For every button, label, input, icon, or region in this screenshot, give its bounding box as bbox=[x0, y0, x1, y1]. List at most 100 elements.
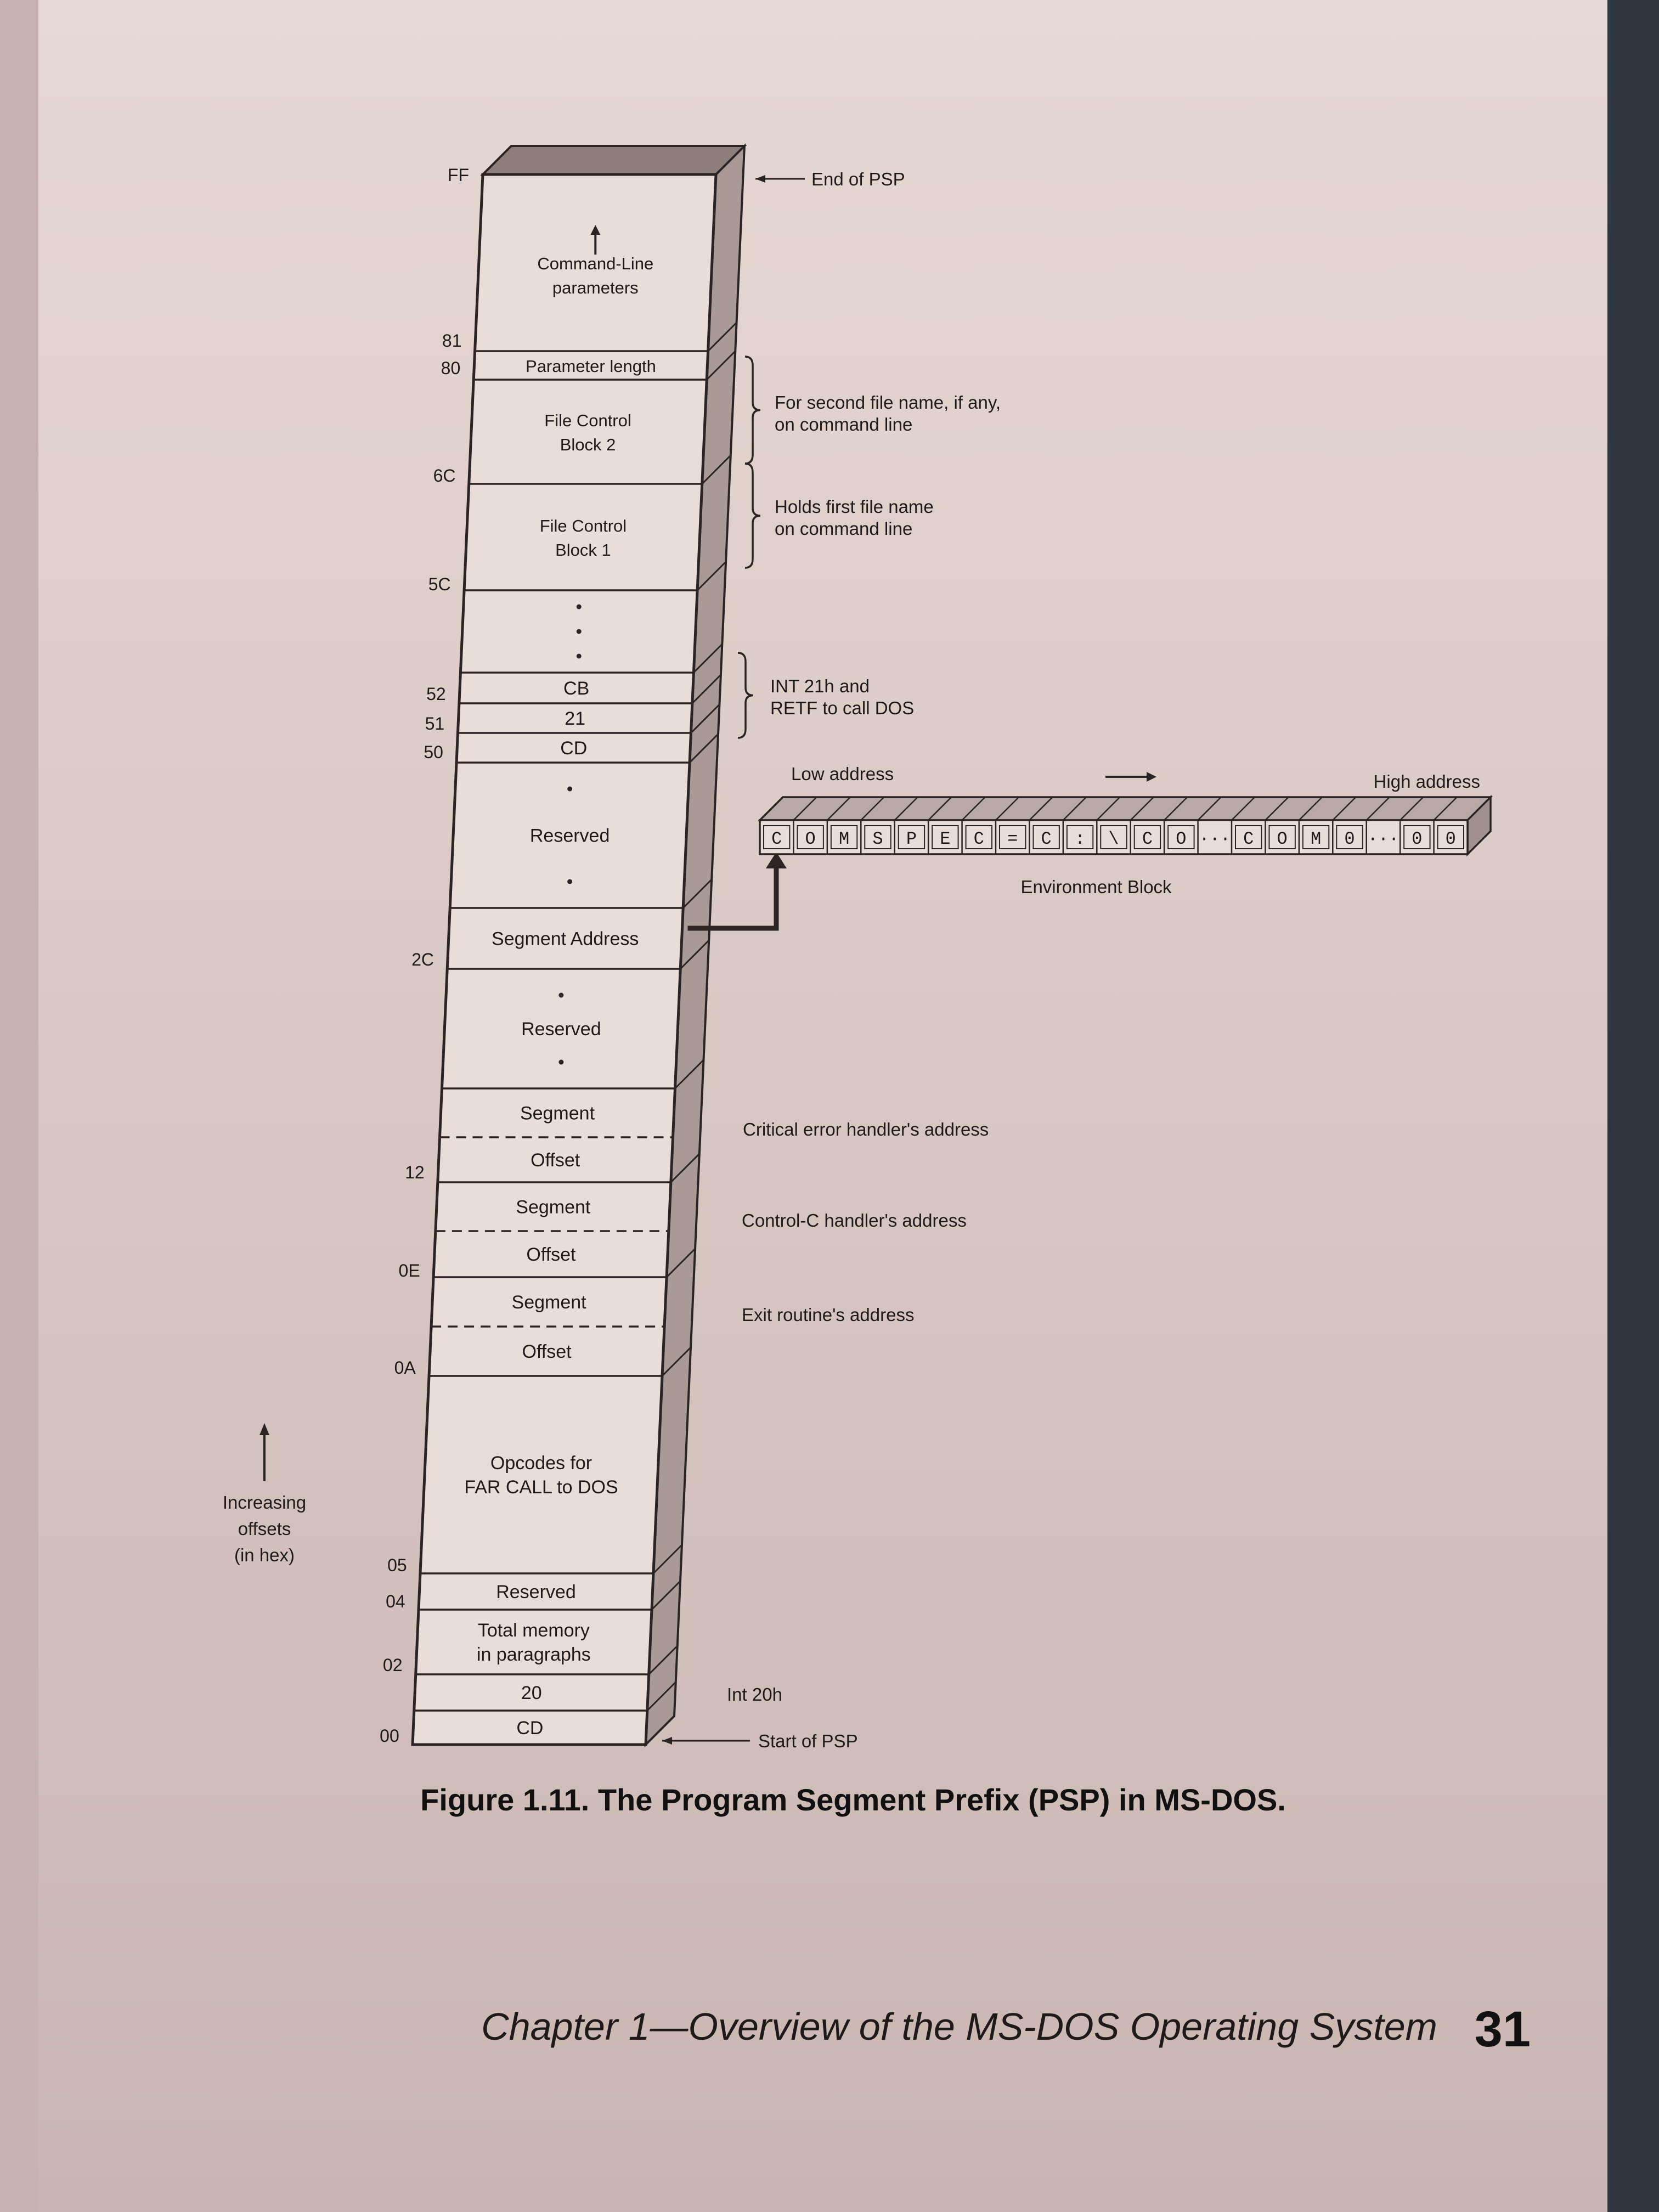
column-top-face bbox=[480, 145, 747, 176]
env-top-divider bbox=[894, 797, 918, 821]
int21-note: INT 21h and bbox=[770, 676, 870, 696]
env-char-box bbox=[1100, 825, 1127, 849]
cell-label-b21: 21 bbox=[565, 708, 585, 729]
segment-pointer-line bbox=[687, 864, 779, 931]
brace-fcb1 bbox=[744, 462, 761, 569]
env-char: : bbox=[1075, 829, 1085, 849]
depth-divider bbox=[701, 454, 731, 485]
env-char-box bbox=[1066, 825, 1094, 849]
cell-label-opcodes: Opcodes for bbox=[490, 1453, 592, 1474]
figure-caption: Figure 1.11. The Program Segment Prefix … bbox=[420, 1782, 1286, 1817]
env-char-box bbox=[797, 825, 824, 849]
offset-label: 02 bbox=[383, 1655, 403, 1675]
up-arrow-head bbox=[590, 225, 601, 235]
depth-divider bbox=[661, 1346, 692, 1377]
critical-handler-note: Critical error handler's address bbox=[743, 1119, 989, 1139]
env-top-divider bbox=[1400, 797, 1424, 821]
offset-label: FF bbox=[448, 165, 469, 185]
env-char: O bbox=[805, 829, 816, 849]
ellipsis-dot bbox=[576, 604, 582, 610]
environment-block-label: Environment Block bbox=[1020, 877, 1172, 897]
high-address-label: High address bbox=[1374, 771, 1480, 792]
increasing-offsets-label: offsets bbox=[238, 1519, 291, 1539]
brace-int21 bbox=[737, 652, 754, 739]
offset-label: 5C bbox=[428, 574, 451, 594]
cell-label-segaddr: Segment Address bbox=[492, 929, 639, 950]
int20-note: Int 20h bbox=[727, 1684, 782, 1705]
env-char: C bbox=[1243, 829, 1254, 849]
env-char-box bbox=[1167, 825, 1195, 849]
ellipsis-dot bbox=[567, 879, 573, 884]
env-top-divider bbox=[1130, 797, 1154, 821]
depth-divider bbox=[690, 703, 720, 734]
cell-label-fcb1: File Control bbox=[540, 516, 627, 535]
offset-label: 51 bbox=[425, 714, 445, 733]
env-char-box bbox=[898, 825, 926, 849]
fcb1-note: Holds first file name bbox=[775, 496, 934, 517]
cell-label-reserved3: Reserved bbox=[496, 1582, 576, 1602]
offset-label: 0A bbox=[394, 1358, 416, 1378]
cell-label-reserved2: Reserved bbox=[521, 1019, 601, 1040]
env-top-divider bbox=[759, 797, 783, 821]
env-char: O bbox=[1277, 829, 1288, 849]
increasing-arrow-head bbox=[259, 1423, 269, 1435]
end-psp-label: End of PSP bbox=[811, 169, 905, 189]
cell-label-ctrlc-seg: Segment bbox=[516, 1197, 591, 1218]
cell-label-fcb1: Block 1 bbox=[555, 540, 611, 560]
offset-label: 05 bbox=[387, 1555, 407, 1575]
fcb1-note: on command line bbox=[775, 518, 912, 539]
start-psp-arrowhead bbox=[662, 1737, 672, 1745]
fcb2-note: on command line bbox=[775, 414, 912, 435]
env-char: S bbox=[872, 829, 883, 849]
int21-note: RETF to call DOS bbox=[770, 698, 914, 718]
desk-edge bbox=[1607, 0, 1659, 2212]
env-char-box bbox=[1336, 825, 1363, 849]
depth-divider bbox=[682, 878, 713, 909]
offset-label: 6C bbox=[433, 466, 456, 486]
env-top-divider bbox=[1029, 797, 1053, 821]
env-top-divider bbox=[1062, 797, 1087, 821]
env-char-box bbox=[864, 825, 891, 849]
offset-label: 04 bbox=[386, 1592, 405, 1611]
env-top-divider bbox=[1096, 797, 1121, 821]
offset-label: 0E bbox=[399, 1261, 420, 1280]
cell-label-exit-seg: Segment bbox=[512, 1292, 587, 1313]
depth-divider bbox=[693, 643, 723, 674]
depth-divider bbox=[697, 561, 727, 591]
low-address-label: Low address bbox=[791, 764, 894, 784]
cell-label-cd00: CD bbox=[516, 1718, 543, 1739]
offset-label: 80 bbox=[441, 358, 461, 378]
depth-divider bbox=[680, 939, 710, 970]
depth-divider bbox=[648, 1645, 678, 1675]
env-char: O bbox=[1176, 829, 1186, 849]
increasing-offsets-label: Increasing bbox=[223, 1492, 306, 1513]
env-char: C bbox=[771, 829, 782, 849]
increasing-offsets-label: (in hex) bbox=[234, 1545, 295, 1565]
env-char-box bbox=[1235, 825, 1262, 849]
env-top-divider bbox=[1231, 797, 1255, 821]
depth-divider bbox=[691, 674, 721, 704]
env-char: ··· bbox=[1199, 829, 1231, 849]
cell-label-cd50: CD bbox=[560, 738, 587, 759]
cell-label-crit-off: Offset bbox=[531, 1150, 580, 1171]
cell-label-cmdline: parameters bbox=[552, 278, 639, 297]
env-char: M bbox=[839, 829, 849, 849]
page-gutter bbox=[0, 0, 38, 2212]
env-top-divider bbox=[1197, 797, 1222, 821]
env-char: C bbox=[1142, 829, 1153, 849]
depth-divider bbox=[674, 1059, 704, 1090]
env-char: \ bbox=[1108, 829, 1119, 849]
env-top-divider bbox=[860, 797, 885, 821]
env-char: ··· bbox=[1368, 829, 1400, 849]
env-top-divider bbox=[1298, 797, 1323, 821]
env-top-divider bbox=[793, 797, 817, 821]
direction-arrow-head bbox=[1147, 772, 1156, 782]
env-char-box bbox=[999, 825, 1026, 849]
offset-label: 81 bbox=[442, 331, 462, 351]
offset-label: 00 bbox=[380, 1726, 399, 1746]
depth-divider bbox=[646, 1681, 676, 1712]
env-top-divider bbox=[1332, 797, 1357, 821]
offset-label: 52 bbox=[426, 684, 446, 704]
